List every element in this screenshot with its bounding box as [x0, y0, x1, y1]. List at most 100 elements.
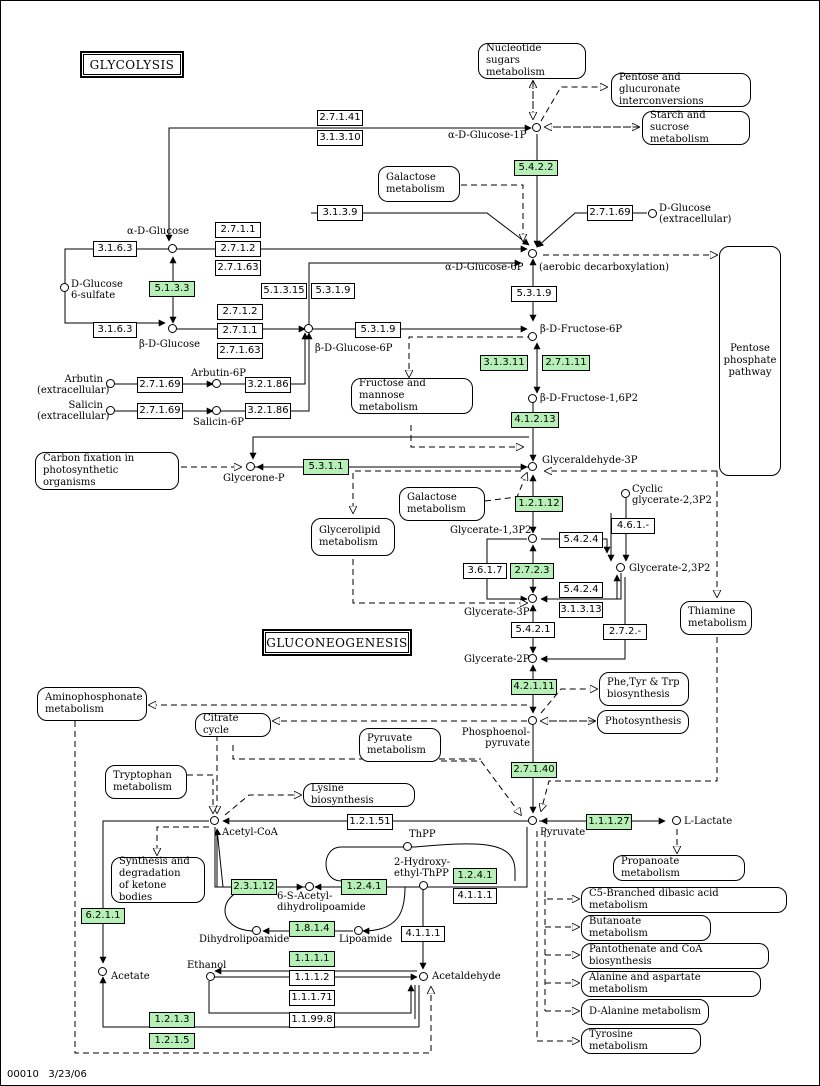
map-tryptophan[interactable]: Tryptophan metabolism — [105, 765, 187, 799]
enzyme-box[interactable]: 4.2.1.11 — [511, 679, 557, 695]
enzyme-box[interactable]: 2.7.1.40 — [511, 762, 557, 778]
enzyme-box[interactable]: 2.7.1.69 — [137, 403, 183, 419]
map-photosynthesis[interactable]: Photosynthesis — [597, 710, 689, 734]
enzyme-box[interactable]: 2.7.1.69 — [137, 377, 183, 393]
map-starch-sucrose[interactable]: Starch and sucrose metabolism — [642, 110, 750, 145]
enzyme-box[interactable]: 2.7.1.63 — [215, 260, 261, 276]
compound-node[interactable] — [304, 324, 313, 333]
compound-node[interactable] — [168, 324, 177, 333]
enzyme-box[interactable]: 1.1.1.2 — [289, 970, 335, 986]
enzyme-box[interactable]: 2.7.1.11 — [542, 355, 590, 371]
compound-node[interactable] — [60, 283, 69, 292]
enzyme-box[interactable]: 3.1.3.9 — [317, 205, 363, 221]
enzyme-box[interactable]: 3.1.6.3 — [93, 322, 137, 338]
enzyme-box[interactable]: 3.2.1.86 — [245, 403, 291, 419]
map-carbon-fixation[interactable]: Carbon fixation in photosynthetic organi… — [35, 452, 179, 490]
compound-node[interactable] — [648, 209, 657, 218]
enzyme-box[interactable]: 3.1.3.10 — [317, 130, 363, 146]
compound-node[interactable] — [621, 489, 630, 498]
enzyme-box[interactable]: 5.4.2.1 — [511, 622, 555, 638]
enzyme-box[interactable]: 1.8.1.4 — [289, 921, 335, 937]
map-glycerolipid[interactable]: Glycerolipid metabolism — [311, 518, 395, 556]
enzyme-box[interactable]: 2.7.1.1 — [215, 222, 261, 238]
enzyme-box[interactable]: 6.2.1.1 — [81, 908, 125, 924]
enzyme-box[interactable]: 5.3.1.1 — [303, 459, 349, 475]
compound-node[interactable] — [106, 379, 115, 388]
map-c5-branched[interactable]: C5-Branched dibasic acid metabolism — [581, 887, 787, 913]
enzyme-box[interactable]: 2.7.1.63 — [217, 343, 263, 359]
compound-node[interactable] — [403, 842, 412, 851]
map-aminophosphonate[interactable]: Aminophosphonate metabolism — [37, 687, 147, 721]
map-ketone-bodies[interactable]: Synthesis and degradation of ketone bodi… — [111, 856, 205, 903]
enzyme-box[interactable]: 3.6.1.7 — [463, 563, 507, 579]
enzyme-box[interactable]: 1.1.1.71 — [289, 990, 335, 1006]
enzyme-box[interactable]: 1.2.1.51 — [347, 814, 393, 830]
enzyme-box[interactable]: 5.3.1.9 — [511, 286, 557, 302]
compound-node[interactable] — [616, 563, 625, 572]
compound-node[interactable] — [672, 816, 681, 825]
compound-node[interactable] — [210, 816, 219, 825]
enzyme-box[interactable]: 1.2.1.3 — [149, 1012, 195, 1028]
map-tyrosine[interactable]: Tyrosine metabolism — [581, 1028, 701, 1054]
enzyme-box[interactable]: 3.2.1.86 — [245, 377, 291, 393]
enzyme-box[interactable]: 3.1.3.13 — [559, 602, 603, 618]
map-propanoate[interactable]: Propanoate metabolism — [613, 855, 745, 881]
compound-node[interactable] — [528, 332, 537, 341]
enzyme-box[interactable]: 5.4.2.4 — [559, 532, 603, 548]
enzyme-box[interactable]: 2.7.2.- — [603, 624, 647, 640]
enzyme-box[interactable]: 1.1.1.27 — [586, 814, 632, 830]
enzyme-box[interactable]: 1.1.99.8 — [289, 1012, 335, 1028]
compound-node[interactable] — [106, 406, 115, 415]
map-galactose-1[interactable]: Galactose metabolism — [378, 166, 460, 202]
compound-node[interactable] — [532, 123, 541, 132]
map-nucleotide-sugars[interactable]: Nucleotide sugars metabolism — [478, 43, 586, 79]
compound-node[interactable] — [528, 394, 537, 403]
enzyme-box[interactable]: 2.7.1.2 — [217, 304, 263, 320]
compound-node[interactable] — [305, 882, 314, 891]
map-butanoate[interactable]: Butanoate metabolism — [581, 915, 711, 941]
enzyme-box[interactable]: 1.1.1.1 — [289, 951, 335, 967]
enzyme-box[interactable]: 1.2.1.12 — [515, 496, 563, 512]
map-alanine-aspartate[interactable]: Alanine and aspartate metabolism — [581, 971, 761, 997]
map-lysine[interactable]: Lysine biosynthesis — [303, 783, 415, 807]
enzyme-box[interactable]: 1.2.4.1 — [341, 879, 387, 895]
map-phe-tyr-trp[interactable]: Phe,Tyr & Trp biosynthesis — [599, 672, 689, 706]
compound-node[interactable] — [528, 654, 537, 663]
enzyme-box[interactable]: 5.1.3.15 — [261, 283, 307, 299]
compound-node[interactable] — [252, 926, 261, 935]
compound-node[interactable] — [528, 534, 537, 543]
enzyme-box[interactable]: 4.1.2.13 — [511, 412, 559, 428]
compound-node[interactable] — [354, 926, 363, 935]
map-citrate-cycle[interactable]: Citrate cycle — [195, 713, 271, 737]
map-d-alanine[interactable]: D-Alanine metabolism — [581, 999, 709, 1025]
compound-node[interactable] — [528, 249, 537, 258]
enzyme-box[interactable]: 2.7.2.3 — [510, 563, 554, 579]
compound-node[interactable] — [528, 716, 537, 725]
map-pantothenate-coa[interactable]: Pantothenate and CoA biosynthesis — [581, 943, 769, 969]
compound-node[interactable] — [528, 462, 537, 471]
compound-node[interactable] — [206, 972, 215, 981]
enzyme-box[interactable]: 2.7.1.69 — [587, 205, 633, 221]
enzyme-box[interactable]: 5.4.2.4 — [559, 582, 603, 598]
map-pyruvate[interactable]: Pyruvate metabolism — [359, 728, 441, 762]
enzyme-box[interactable]: 2.7.1.41 — [317, 110, 363, 126]
map-thiamine[interactable]: Thiamine metabolism — [680, 601, 752, 635]
enzyme-box[interactable]: 5.3.1.9 — [355, 322, 401, 338]
map-pentose-glucuronate[interactable]: Pentose and glucuronate interconversions — [611, 72, 751, 107]
compound-node[interactable] — [246, 462, 255, 471]
compound-node[interactable] — [168, 244, 177, 253]
enzyme-box[interactable]: 3.1.3.11 — [480, 355, 528, 371]
enzyme-box[interactable]: 3.1.6.3 — [93, 241, 137, 257]
map-pentose-phosphate[interactable]: Pentose phosphate pathway — [719, 246, 781, 476]
enzyme-box[interactable]: 2.7.1.1 — [217, 323, 263, 339]
enzyme-box[interactable]: 2.3.1.12 — [231, 879, 277, 895]
enzyme-box[interactable]: 2.7.1.2 — [215, 241, 261, 257]
compound-node[interactable] — [212, 406, 221, 415]
enzyme-box[interactable]: 4.6.1.- — [611, 518, 655, 534]
enzyme-box[interactable]: 4.1.1.1 — [401, 926, 445, 942]
enzyme-box[interactable]: 5.4.2.2 — [514, 160, 558, 176]
enzyme-box[interactable]: 4.1.1.1 — [453, 888, 497, 904]
compound-node[interactable] — [528, 816, 537, 825]
map-fructose-mannose[interactable]: Fructose and mannose metabolism — [351, 378, 473, 414]
compound-node[interactable] — [419, 972, 428, 981]
